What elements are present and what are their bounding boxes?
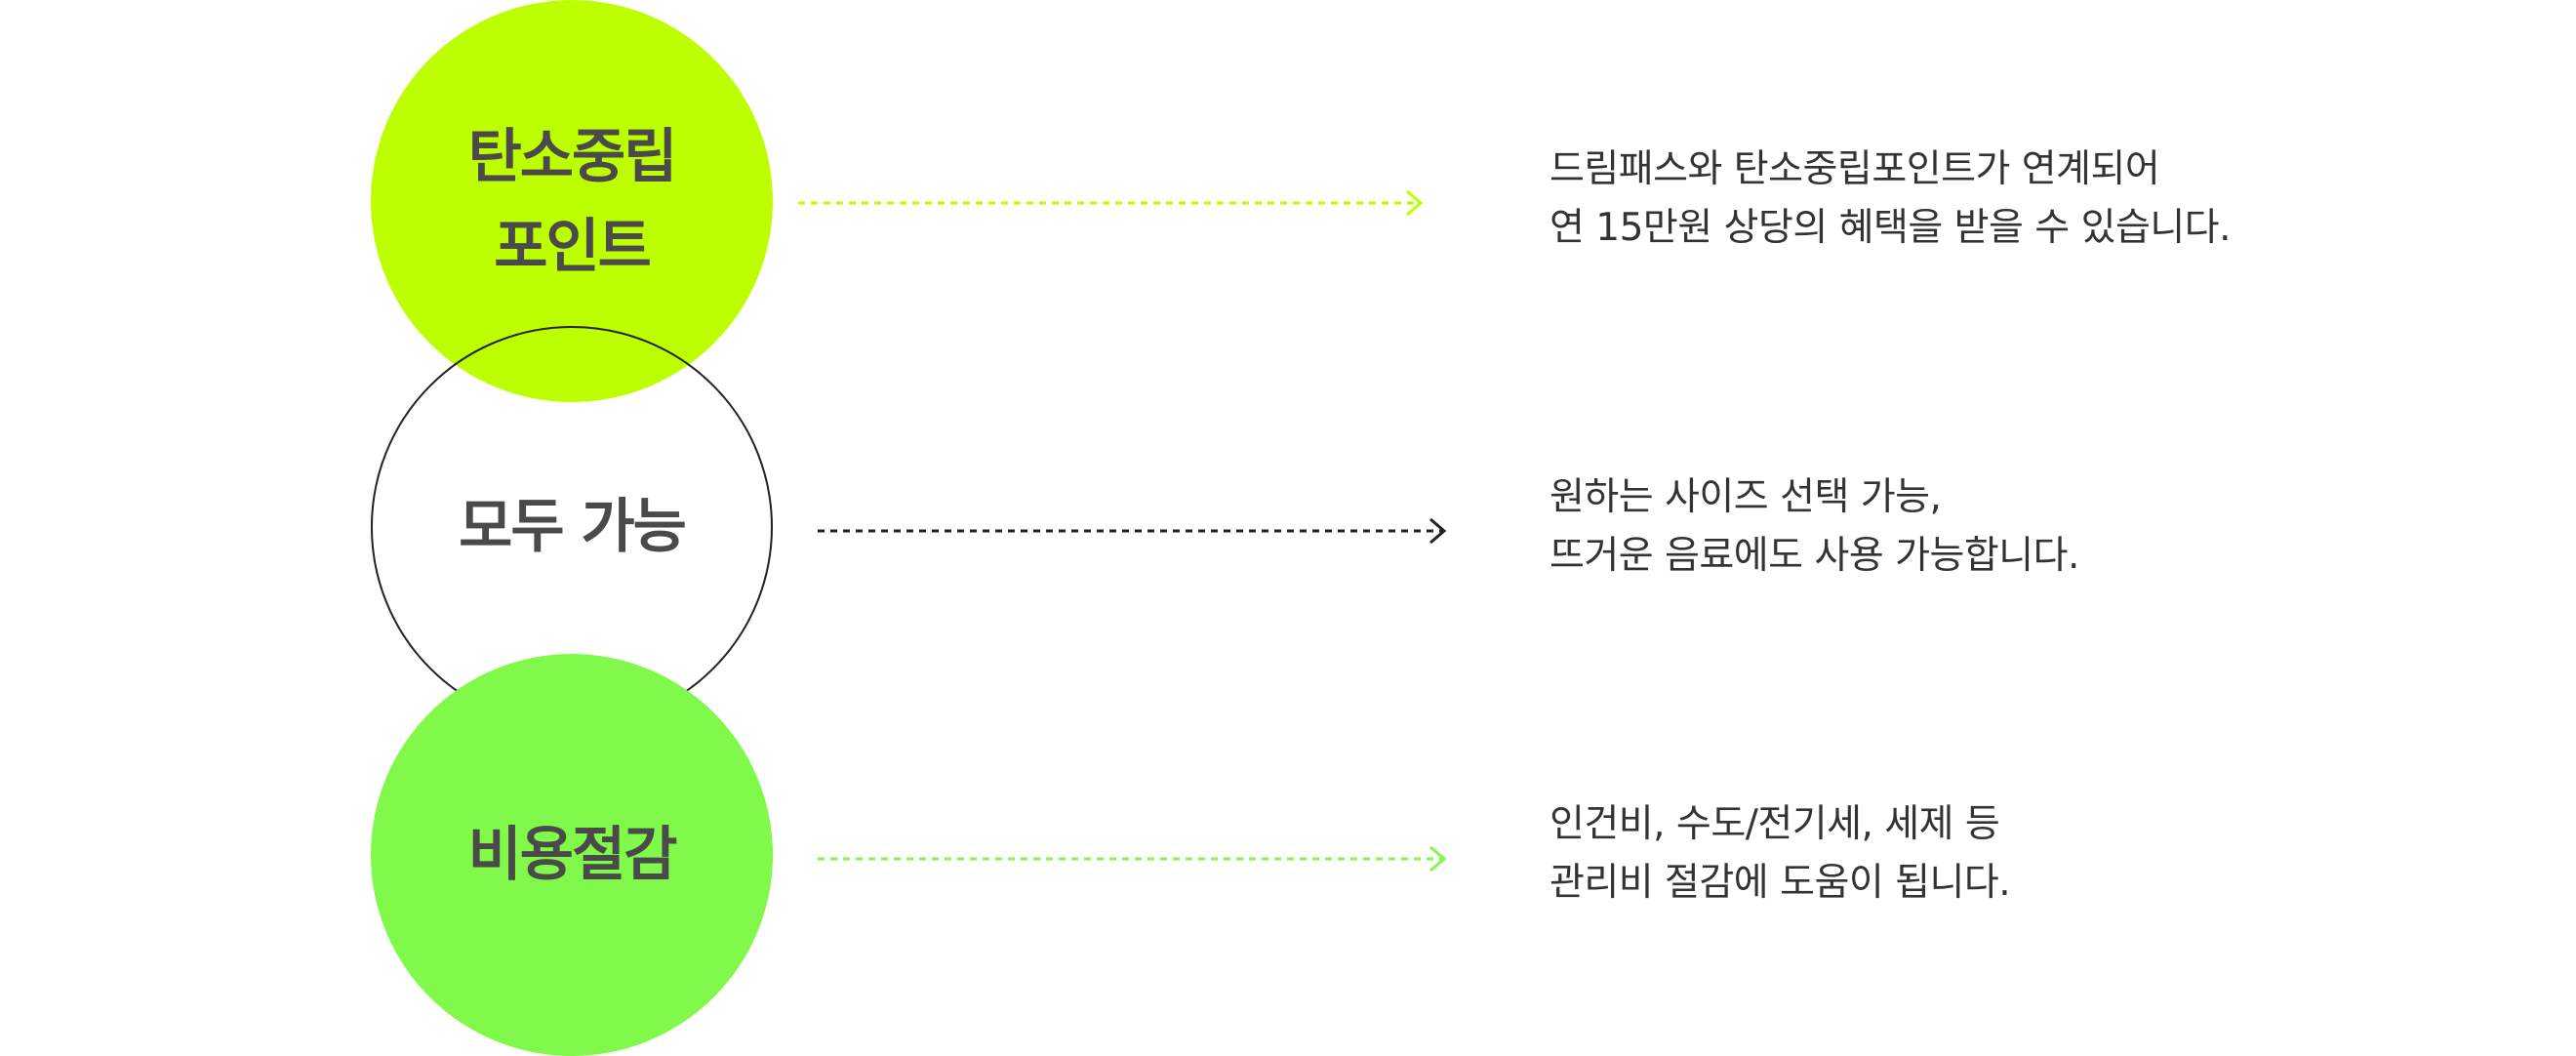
carbon-neutral-title-line1: 탄소중립 [467,123,678,191]
carbon-neutral-title-line2: 포인트 [494,213,652,281]
cost-saving-title: 비용절감 [467,821,678,889]
arrow-right-icon [818,517,1447,545]
cost-saving-description: 인건비, 수도/전기세, 세제 등 관리비 절감에 도움이 됩니다. [1550,795,2011,913]
description-line: 원하는 사이즈 선택 가능, [1550,475,1942,519]
description-line: 인건비, 수도/전기세, 세제 등 [1550,802,2000,846]
arrow-right-icon [818,845,1447,873]
all-possible-title: 모두 가능 [459,493,687,561]
carbon-neutral-title: 탄소중립 포인트 [371,112,773,292]
carbon-neutral-description: 드림패스와 탄소중립포인트가 연계되어 연 15만원 상당의 혜택을 받을 수 … [1550,141,2232,258]
description-line: 드림패스와 탄소중립포인트가 연계되어 [1550,147,2160,191]
all-possible-description: 원하는 사이즈 선택 가능, 뜨거운 음료에도 사용 가능합니다. [1550,468,2079,586]
cost-saving-circle [371,654,773,1056]
arrow-right-icon [798,189,1424,217]
description-line: 뜨거운 음료에도 사용 가능합니다. [1550,534,2079,578]
description-line: 연 15만원 상당의 혜택을 받을 수 있습니다. [1550,206,2232,250]
description-line: 관리비 절감에 도움이 됩니다. [1550,861,2011,905]
